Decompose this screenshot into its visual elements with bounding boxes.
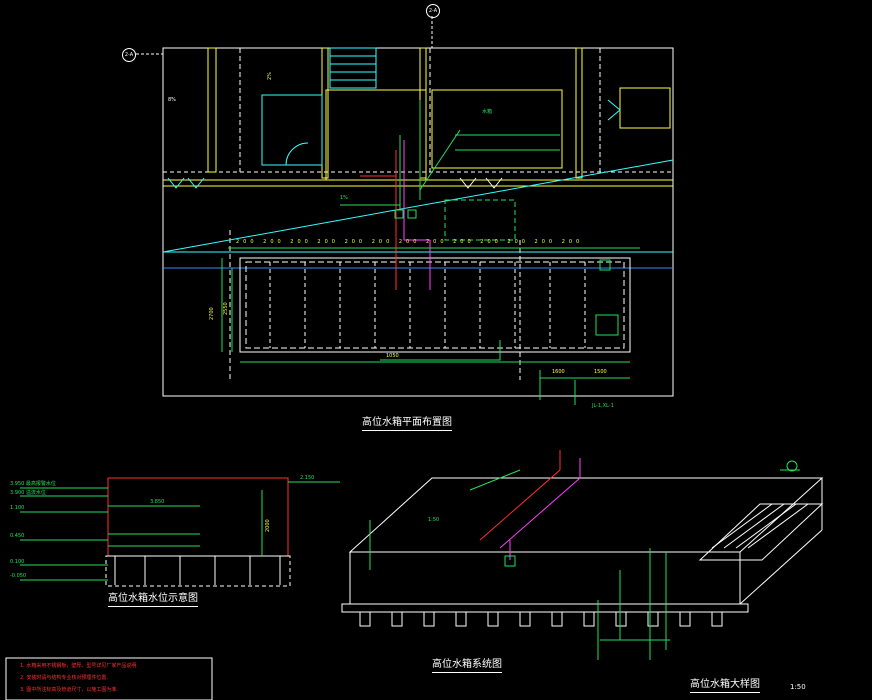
dim: 200: [290, 239, 312, 245]
plan-dim-top: 200 200 200 200 200 200 200 200 200 200 …: [236, 240, 583, 245]
plan-dim-bottom-1: 1050: [386, 353, 399, 359]
plan-title: 高位水箱平面布置图: [362, 418, 452, 431]
level-5: 0.450: [10, 533, 25, 539]
axis-bubble-top: 2-A: [426, 4, 440, 18]
axis-bubble-left: 2-A: [122, 48, 136, 62]
note-2: 2. 安装时请与结构专业核对预埋件位置.: [20, 675, 108, 681]
level-diagram: [20, 477, 340, 587]
plan-dim-bottom-3: 1500: [594, 369, 607, 375]
dim: 200: [344, 239, 367, 245]
detail-title: 高位水箱大样图: [690, 680, 760, 693]
dim: 200: [534, 239, 557, 245]
dim: 200: [317, 239, 339, 245]
plan-tank-label: 水箱: [482, 109, 493, 115]
level-top-mark: 2.150: [300, 475, 315, 481]
plan-dim-bottom-2: 1600: [552, 369, 565, 375]
level-1: 3.950 最高报警水位: [10, 481, 56, 487]
dim: 200: [398, 239, 421, 245]
plan-hatch-label: 8%: [168, 97, 176, 103]
level-2: 3.900 溢流水位: [10, 490, 46, 496]
detail-scale: 1:50: [790, 683, 806, 691]
plan-slope-label: 2%: [267, 72, 273, 80]
dim: 200: [263, 239, 285, 245]
plan-dim-left-1: 2700: [209, 307, 215, 320]
level-height-dim: 2000: [265, 519, 271, 532]
note-3: 3. 图中所注标高及管道尺寸，以施工图为准.: [20, 687, 118, 693]
note-1: 1. 水箱采用不锈钢板，壁厚、型号详见厂家产品说明.: [20, 663, 138, 669]
level-3: 3.850: [150, 499, 165, 505]
isometric-detail: [341, 450, 824, 660]
dim: 200: [480, 239, 502, 245]
level-7: -0.050: [10, 573, 27, 579]
dim: 200: [236, 239, 258, 245]
dim: 200: [453, 239, 475, 245]
level-4: 1.100: [10, 505, 25, 511]
system-scale-mark: 1:50: [428, 517, 440, 523]
dim: 200: [561, 239, 584, 245]
dim: 200: [425, 239, 448, 245]
dim: 200: [371, 239, 394, 245]
level-6: 0.100: [10, 559, 25, 565]
level-title: 高位水箱水位示意图: [108, 594, 198, 607]
plan-dim-left-2: 2550: [223, 302, 229, 315]
plan-pipe-slope: 1%: [340, 195, 348, 201]
dim: 200: [507, 239, 529, 245]
plan-riser-label: JL-1,XL-1: [592, 403, 614, 409]
plan-view: [162, 47, 674, 405]
system-title: 高位水箱系统图: [432, 660, 502, 673]
